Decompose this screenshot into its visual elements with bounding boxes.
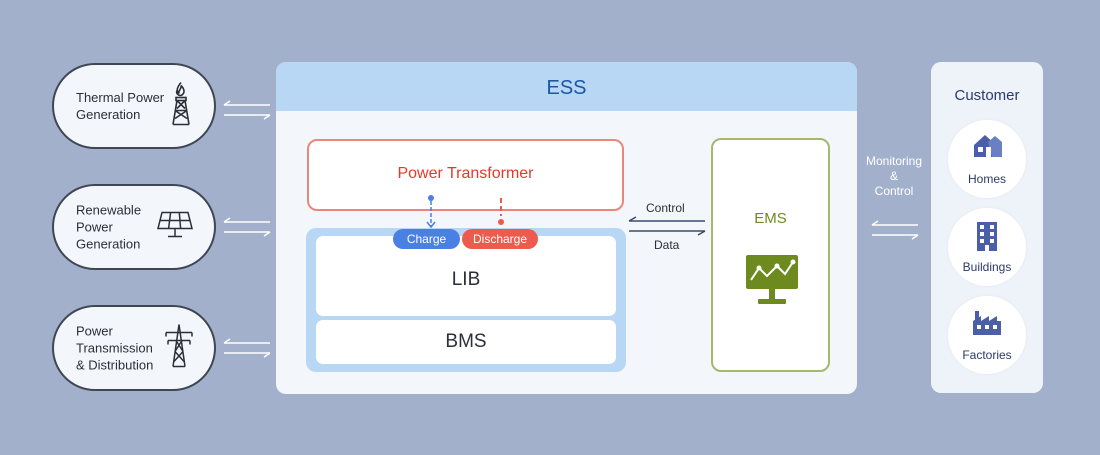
customer-label: Buildings <box>962 260 1012 274</box>
customer-title: Customer <box>954 87 1020 104</box>
power-transformer-box: Power Transformer <box>307 139 624 211</box>
double-arrow-icon <box>223 217 271 237</box>
ems-box: EMS <box>711 138 830 372</box>
monitor-chart-icon <box>745 254 799 311</box>
data-label: Data <box>654 238 680 252</box>
customer-label: Homes <box>967 172 1006 186</box>
double-arrow-icon <box>628 216 706 236</box>
discharge-dot <box>498 219 504 225</box>
control-label: Control <box>646 201 685 215</box>
source-thermal-power: Thermal Power Generation <box>52 63 216 149</box>
discharge-badge: Discharge <box>462 229 538 249</box>
customer-item-factories: Factories <box>948 296 1026 374</box>
charge-badge: Charge <box>393 229 460 249</box>
building-icon <box>975 221 999 256</box>
customer-label: Factories <box>962 348 1012 362</box>
bms-box: BMS <box>316 320 616 364</box>
charge-dot <box>428 195 434 201</box>
ems-title: EMS <box>754 210 787 227</box>
source-transmission-distribution: Power Transmission & Distribution <box>52 305 216 391</box>
double-arrow-icon <box>871 220 919 240</box>
house-icon <box>972 133 1004 164</box>
solar-panel-icon <box>156 211 194 244</box>
double-arrow-icon <box>223 100 271 120</box>
monitoring-control-label: Monitoring & Control <box>865 154 923 198</box>
factory-icon <box>972 309 1002 340</box>
source-label: Power Transmission & Distribution <box>76 323 154 373</box>
lib-box: LIB <box>316 236 616 316</box>
source-label: Renewable Power Generation <box>76 202 142 252</box>
customer-panel: Customer Homes Buildings <box>931 62 1043 393</box>
source-renewable-power: Renewable Power Generation <box>52 184 216 270</box>
transmission-tower-icon <box>164 324 194 373</box>
gas-flare-tower-icon <box>168 81 194 132</box>
ess-title: ESS <box>276 62 857 111</box>
customer-item-buildings: Buildings <box>948 208 1026 286</box>
source-label: Thermal Power Generation <box>76 90 165 122</box>
double-arrow-icon <box>223 338 271 358</box>
customer-item-homes: Homes <box>948 120 1026 198</box>
charge-discharge-connectors <box>426 195 504 229</box>
